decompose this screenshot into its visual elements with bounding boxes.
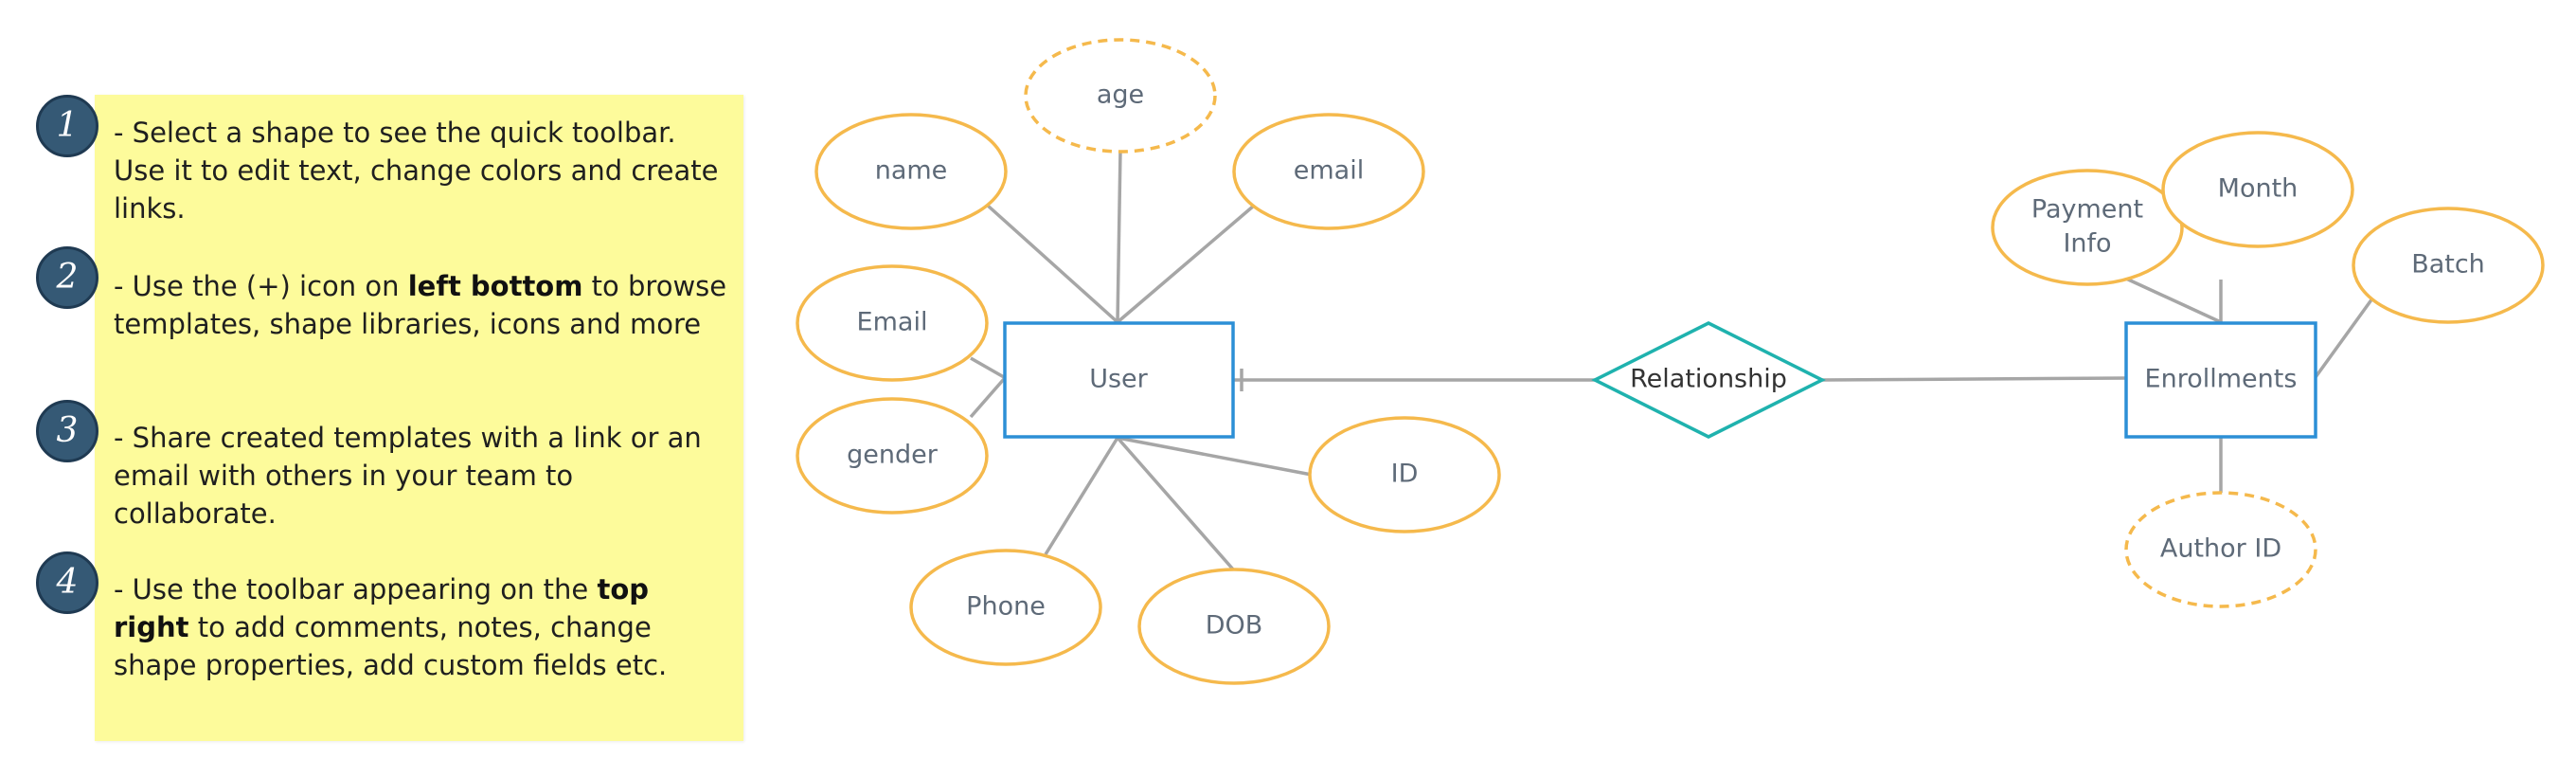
attribute-phone-label: Phone: [966, 592, 1046, 622]
entity-user-label: User: [1089, 365, 1148, 394]
connector-enrollments-payment[interactable]: [2125, 277, 2222, 324]
attribute-author-id-label: Author ID: [2160, 534, 2281, 564]
tip-3: - Share created templates with a link or…: [114, 419, 729, 533]
attribute-month[interactable]: Month: [2161, 131, 2354, 248]
connector-user-name[interactable]: [986, 204, 1119, 324]
attribute-phone[interactable]: Phone: [909, 549, 1102, 666]
tip-2-text: - Use the (+) icon on: [114, 270, 408, 302]
sticky-note[interactable]: [95, 95, 743, 741]
connector-user-id[interactable]: [1117, 436, 1313, 477]
entity-user[interactable]: User: [1003, 321, 1235, 439]
attribute-payment-info[interactable]: Payment Info: [1991, 169, 2184, 286]
tip-3-text: - Share created templates with a link or…: [114, 422, 702, 530]
attribute-age-label: age: [1097, 81, 1144, 110]
connector-user-phone[interactable]: [1044, 437, 1119, 555]
step-badge-1: 1: [36, 95, 98, 157]
connector-user-age[interactable]: [1116, 149, 1122, 323]
step-badge-2: 2: [36, 246, 98, 309]
tip-2-bold: left bottom: [407, 270, 583, 302]
attribute-dob-label: DOB: [1206, 611, 1263, 641]
connector-enrollments-batch[interactable]: [2314, 297, 2374, 379]
attribute-id[interactable]: ID: [1308, 416, 1501, 533]
connector-user-gender[interactable]: [969, 377, 1006, 419]
tip-4: - Use the toolbar appearing on the top r…: [114, 570, 729, 684]
attribute-email-cap-label: Email: [857, 308, 928, 337]
tip-1-text: - Select a shape to see the quick toolba…: [114, 117, 719, 225]
connector-relationship-enrollments[interactable]: [1821, 376, 2127, 382]
attribute-payment-label-2: Info: [2063, 229, 2111, 259]
relationship-diamond[interactable]: Relationship: [1591, 321, 1826, 439]
tip-1: - Select a shape to see the quick toolba…: [114, 114, 729, 227]
connector-user-email[interactable]: [1116, 204, 1256, 324]
attribute-dob[interactable]: DOB: [1137, 568, 1331, 685]
attribute-gender-label: gender: [847, 441, 939, 470]
attribute-email-label: email: [1294, 156, 1364, 186]
step-badge-4: 4: [36, 551, 98, 614]
tip-2-post: to browse templates, shape libraries, ic…: [114, 270, 727, 340]
attribute-author-id[interactable]: Author ID: [2124, 491, 2317, 608]
tip-4-bold: top right: [114, 573, 650, 643]
attribute-age[interactable]: age: [1024, 38, 1217, 154]
attribute-batch[interactable]: Batch: [2352, 207, 2545, 324]
attribute-gender[interactable]: gender: [796, 397, 989, 515]
attribute-name[interactable]: name: [814, 113, 1008, 230]
relationship-label: Relationship: [1630, 365, 1787, 394]
attribute-name-label: name: [875, 156, 948, 186]
connector-user-dob[interactable]: [1116, 436, 1236, 572]
attribute-month-label: Month: [2218, 174, 2299, 204]
attribute-email-cap[interactable]: Email: [796, 264, 989, 382]
tip-2: - Use the (+) icon on left bottom to bro…: [114, 267, 729, 343]
attribute-payment-label-1: Payment: [2031, 195, 2143, 225]
entity-enrollments-label: Enrollments: [2145, 365, 2298, 394]
attribute-email[interactable]: email: [1232, 113, 1425, 230]
tip-4-post: to add comments, notes, change shape pro…: [114, 611, 668, 681]
attribute-batch-label: Batch: [2411, 250, 2485, 280]
connector-user-email-cap[interactable]: [970, 356, 1005, 379]
tip-4-text: - Use the toolbar appearing on the: [114, 573, 598, 605]
step-badge-3: 3: [36, 400, 98, 462]
entity-enrollments[interactable]: Enrollments: [2124, 321, 2317, 439]
attribute-id-label: ID: [1391, 460, 1419, 489]
